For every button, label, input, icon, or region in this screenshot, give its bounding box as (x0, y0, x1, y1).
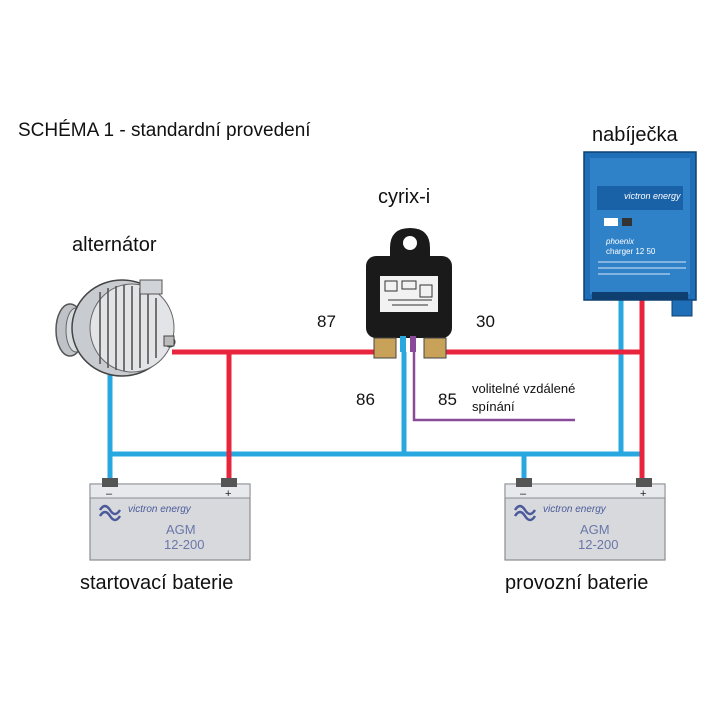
cyrix-label: cyrix-i (378, 186, 431, 208)
start-battery-minus: – (106, 488, 113, 500)
charger-brand: victron energy (624, 191, 681, 201)
remote-switch-wire (412, 350, 575, 422)
charger-image (583, 151, 697, 317)
service-battery-rating: 12-200 (578, 537, 618, 552)
charger-label: nabíječka (592, 124, 678, 146)
alternator-label: alternátor (72, 234, 157, 256)
start-battery-model: AGM (166, 522, 196, 537)
cyrix-relay-image (366, 228, 452, 359)
start-battery-plus: + (225, 488, 231, 500)
alternator-image (55, 279, 176, 377)
remote-switch-label: volitelné vzdálené spínání (472, 381, 576, 414)
service-battery-label: provozní baterie (505, 572, 649, 594)
service-battery-minus: – (520, 488, 527, 500)
service-battery-image (504, 478, 666, 561)
start-battery-rating: 12-200 (164, 537, 204, 552)
pin-85-label: 85 (438, 390, 457, 409)
charger-product: phoenix (605, 237, 635, 246)
pin-30-label: 30 (476, 312, 495, 331)
start-battery-label: startovací baterie (80, 572, 234, 594)
service-battery-model: AGM (580, 522, 610, 537)
service-battery-plus: + (640, 488, 646, 500)
charger-model: charger 12 50 (606, 247, 656, 256)
pin-86-label: 86 (356, 390, 375, 409)
pin-87-label: 87 (317, 312, 336, 331)
start-battery-image (89, 478, 251, 561)
start-battery-brand: victron energy (128, 504, 192, 515)
service-battery-brand: victron energy (543, 504, 607, 515)
diagram-title: SCHÉMA 1 - standardní provedení (18, 120, 311, 141)
